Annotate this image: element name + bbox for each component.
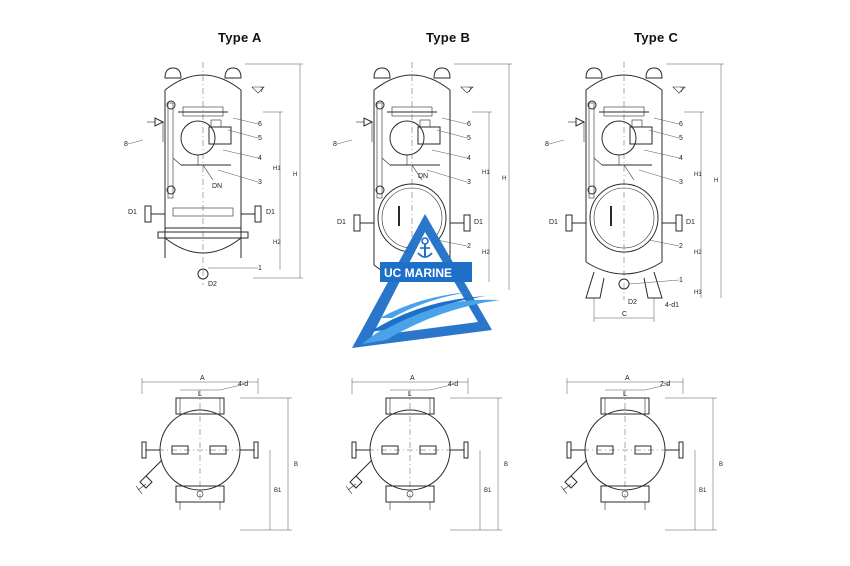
- dim-d2: D2: [208, 281, 217, 288]
- dim-l: L: [623, 391, 627, 398]
- dim-h1: H1: [273, 166, 281, 172]
- dim-d1-left: D1: [337, 219, 346, 226]
- callout-4: 4: [467, 155, 471, 162]
- callout-3: 3: [467, 179, 471, 186]
- callout-1: 1: [258, 265, 262, 272]
- type-a-front-view: [127, 62, 303, 285]
- type-c-title: Type C: [634, 30, 679, 45]
- callout-6: 6: [258, 121, 262, 128]
- callout-6: 6: [467, 121, 471, 128]
- dim-b: B: [294, 462, 298, 468]
- dim-h2: H2: [482, 250, 490, 256]
- callout-7: 7: [468, 87, 472, 94]
- callout-8: 8: [124, 141, 128, 148]
- dim-d1-left: D1: [549, 219, 558, 226]
- dim-h: H: [714, 178, 718, 184]
- callout-5: 5: [258, 135, 262, 142]
- dim-d1-right: D1: [474, 219, 483, 226]
- uc-marine-logo: UC MARINE: [352, 214, 500, 348]
- dim-d1-right: D1: [266, 209, 275, 216]
- type-c-top-view: [560, 378, 717, 531]
- type-b-labels: 7 6 5 4 3 2 8 D1 D1 DN H H1 H2: [333, 87, 506, 256]
- dim-b1: B1: [699, 488, 707, 494]
- dim-h1: H1: [482, 170, 490, 176]
- dim-d1-left: D1: [128, 209, 137, 216]
- dim-4d: 4-d: [238, 381, 248, 388]
- dim-a: A: [200, 375, 205, 382]
- dim-dn: DN: [212, 183, 222, 190]
- type-b-title: Type B: [426, 30, 471, 45]
- callout-5: 5: [679, 135, 683, 142]
- type-a-top-view: [135, 378, 292, 531]
- dim-a: A: [410, 375, 415, 382]
- type-c-labels: 7 6 5 4 3 2 1 8 D1 D1 D2 4-d1 C H H1 H2 …: [545, 87, 718, 318]
- dim-d1-right: D1: [686, 219, 695, 226]
- top-view-labels: A L 4-d B B1 A L 4-d B B1 A L 2-d B B1: [198, 375, 723, 494]
- dim-h2: H2: [273, 240, 281, 246]
- dim-b: B: [719, 462, 723, 468]
- callout-4: 4: [258, 155, 262, 162]
- dim-h: H: [502, 176, 506, 182]
- callout-6: 6: [679, 121, 683, 128]
- type-a-labels: 7 6 5 4 3 1 8 D1 D1 D2 DN H H1 H2: [124, 87, 297, 288]
- callout-2: 2: [467, 243, 471, 250]
- dim-4d1: 4-d1: [665, 302, 679, 309]
- type-b-top-view: [345, 378, 502, 531]
- callout-3: 3: [679, 179, 683, 186]
- dim-h1: H1: [694, 172, 702, 178]
- dim-b1: B1: [484, 488, 492, 494]
- type-a-title: Type A: [218, 30, 262, 45]
- dim-a: A: [625, 375, 630, 382]
- callout-7: 7: [260, 87, 264, 94]
- callout-2: 2: [679, 243, 683, 250]
- dim-h2: H2: [694, 250, 702, 256]
- dim-4d: 4-d: [448, 381, 458, 388]
- type-c-front-view: [548, 62, 724, 322]
- type-b-front-view: [336, 62, 512, 290]
- dim-d2: D2: [628, 299, 637, 306]
- dim-h: H: [293, 172, 297, 178]
- logo-text: UC MARINE: [384, 266, 452, 280]
- dim-c: C: [622, 311, 627, 318]
- callout-3: 3: [258, 179, 262, 186]
- callout-8: 8: [333, 141, 337, 148]
- dim-b: B: [504, 462, 508, 468]
- anchor-icon: [417, 237, 433, 258]
- dim-l: L: [408, 391, 412, 398]
- callout-4: 4: [679, 155, 683, 162]
- dim-dn: DN: [418, 173, 428, 180]
- callout-5: 5: [467, 135, 471, 142]
- dim-l: L: [198, 391, 202, 398]
- dim-2d: 2-d: [660, 381, 670, 388]
- dim-h3: H3: [694, 290, 702, 296]
- callout-1: 1: [679, 277, 683, 284]
- callout-7: 7: [680, 87, 684, 94]
- dim-b1: B1: [274, 488, 282, 494]
- callout-8: 8: [545, 141, 549, 148]
